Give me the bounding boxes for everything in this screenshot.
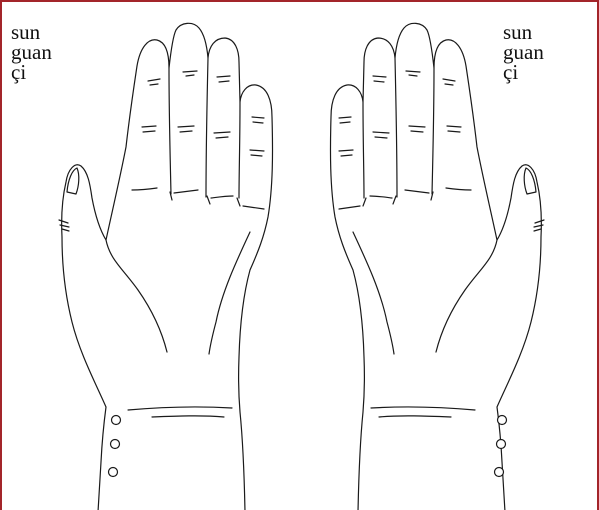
left-thumb-crease-1 [59, 220, 68, 223]
right-hand-outline [330, 23, 541, 510]
right-knuckle-mark [373, 132, 389, 133]
left-knuckle-mark [178, 126, 194, 127]
right-wrist-crease-1 [371, 407, 475, 410]
right-palm-crease [353, 232, 394, 354]
right-knuckle-mark [409, 126, 425, 127]
right-ring-little-gap [363, 102, 364, 198]
right-knuckle-mark [339, 150, 353, 151]
left-knuckle-mark [143, 131, 155, 132]
right-pulse-point-sun [498, 416, 507, 425]
right-knuckle-mark [375, 137, 387, 138]
left-knuckle-mark [250, 150, 264, 151]
right-base-crease-ring [370, 196, 392, 198]
left-finger-flick-1 [207, 196, 210, 204]
right-knuckle-mark [448, 131, 460, 132]
right-thenar-line [436, 240, 497, 352]
left-base-crease-little [243, 206, 264, 209]
right-thumb-crease-1 [535, 220, 544, 223]
left-wrist-crease-1 [128, 407, 232, 410]
right-knuckle-mark [373, 76, 386, 77]
left-knuckle-mark [252, 117, 264, 118]
right-finger-flick-2 [363, 198, 366, 206]
right-knuckle-mark [406, 71, 420, 72]
right-knuckle-mark [339, 117, 351, 118]
left-wrist-crease-2 [152, 416, 224, 417]
right-knuckle-mark [409, 75, 417, 76]
left-knuckle-mark [214, 132, 230, 133]
right-knuckle-mark [443, 79, 455, 81]
right-knuckle-mark [374, 81, 384, 82]
left-knuckle-mark [148, 79, 160, 81]
left-knuckle-mark [186, 75, 194, 76]
right-base-crease-middle [405, 190, 429, 193]
left-knuckle-mark [251, 155, 262, 156]
left-pulse-point-sun [112, 416, 121, 425]
right-thumb-crease-3 [534, 229, 541, 231]
left-ring-little-gap [239, 102, 240, 198]
left-knuckle-mark [219, 81, 229, 82]
left-knuckle-mark [183, 71, 197, 72]
left-finger-flick-2 [237, 198, 240, 206]
right-finger-flick-1 [393, 196, 396, 204]
left-index-middle-gap [169, 68, 171, 194]
right-knuckle-mark [411, 131, 423, 132]
left-pulse-point-guan [111, 440, 120, 449]
left-base-crease-middle [174, 190, 198, 193]
left-palm-crease [209, 232, 250, 354]
right-hand [330, 23, 544, 510]
right-knuckle-mark [447, 126, 461, 127]
left-pulse-point-ci [109, 468, 118, 477]
right-base-crease-little [339, 206, 360, 209]
right-base-crease-index [446, 188, 471, 190]
left-middle-ring-gap [206, 58, 208, 197]
left-hand-outline [62, 23, 273, 510]
left-hand [59, 23, 273, 510]
left-base-crease-index [132, 188, 157, 190]
right-index-middle-gap [432, 68, 434, 194]
right-pulse-point-guan [497, 440, 506, 449]
left-knuckle-mark [180, 131, 192, 132]
left-base-crease-ring [211, 196, 233, 198]
left-thenar-line [106, 240, 167, 352]
right-pulse-point-ci [495, 468, 504, 477]
left-knuckle-mark [253, 122, 263, 123]
left-knuckle-mark [150, 84, 158, 85]
right-knuckle-mark [445, 84, 453, 85]
left-thumb-crease-3 [62, 229, 69, 231]
right-middle-ring-gap [395, 58, 397, 197]
right-wrist-crease-2 [379, 416, 451, 417]
left-knuckle-mark [217, 76, 230, 77]
left-knuckle-mark [142, 126, 156, 127]
left-knuckle-mark [216, 137, 228, 138]
right-knuckle-mark [340, 122, 350, 123]
right-knuckle-mark [341, 155, 352, 156]
